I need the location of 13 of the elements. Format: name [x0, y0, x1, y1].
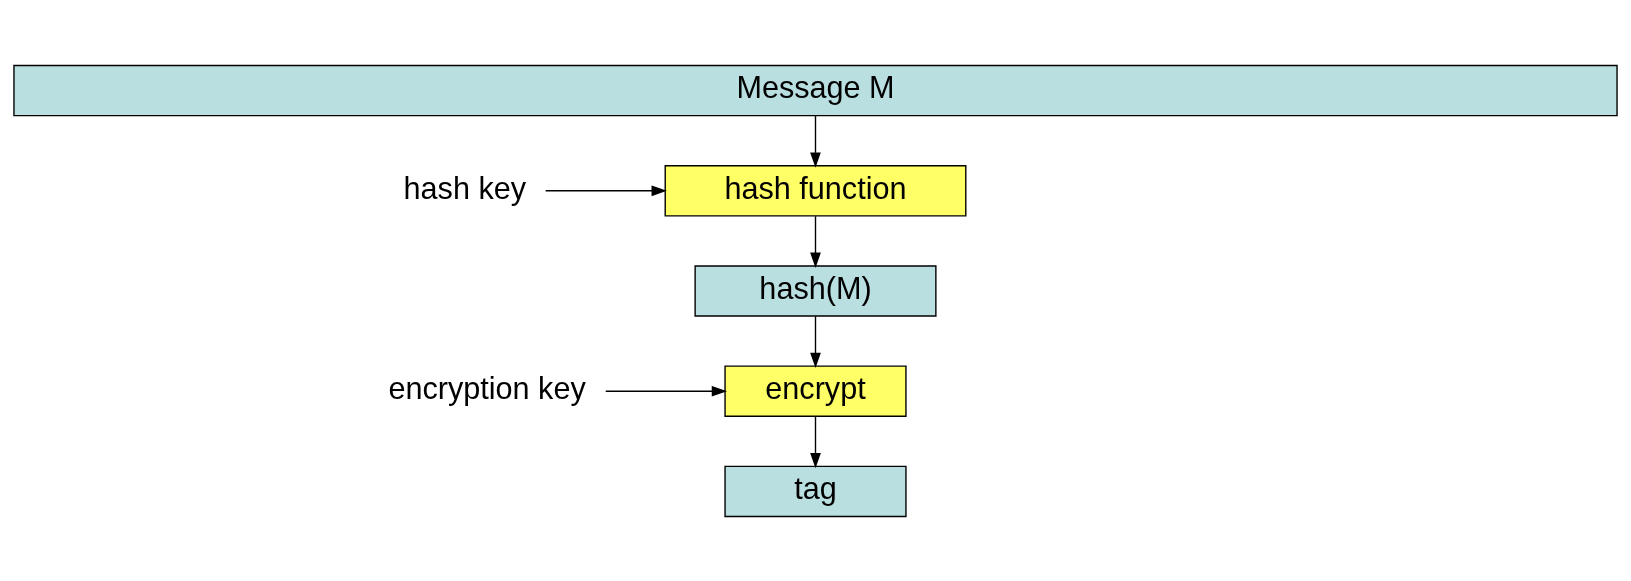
node-box: tag — [724, 465, 907, 517]
node-box: hash(M) — [694, 264, 937, 317]
node-box: encrypt — [724, 364, 907, 417]
node-text: hash key — [403, 170, 527, 205]
node-box: Message M — [13, 64, 1618, 116]
arrow — [810, 114, 821, 168]
node-box: hash function — [664, 164, 967, 217]
arrow — [810, 315, 821, 368]
arrow — [810, 215, 821, 268]
arrow — [605, 385, 728, 397]
arrow — [544, 184, 667, 196]
node-text: encryption key — [388, 370, 586, 405]
arrow — [810, 415, 821, 468]
